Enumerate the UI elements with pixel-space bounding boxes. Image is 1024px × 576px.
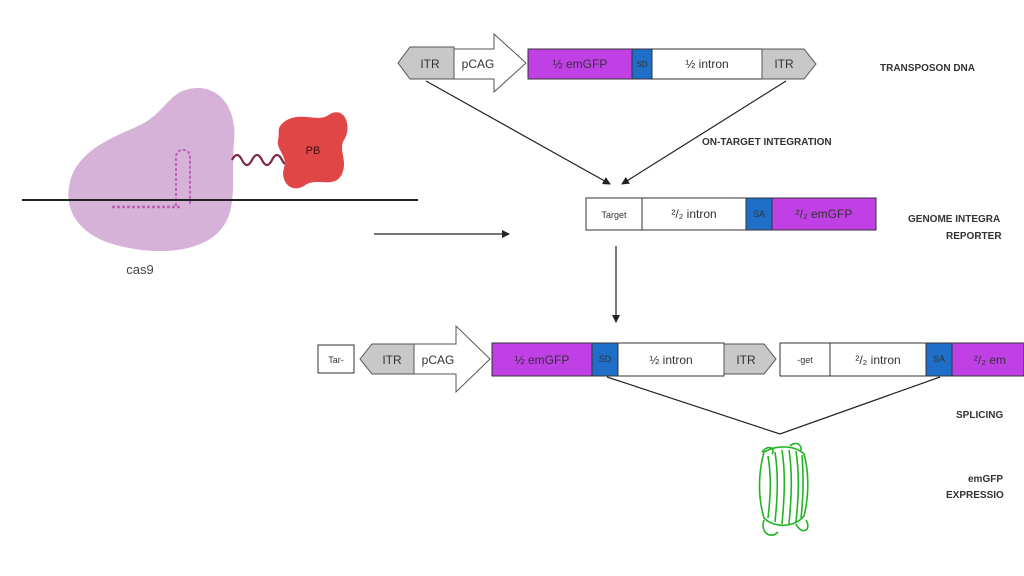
transposon-sd-label: SD [636,60,647,69]
genome-reporter-construct: Target ²/₂ intron SA ²/₂ emGFP [585,197,877,231]
emgfp-expression-label-line2: EXPRESSIO [946,490,1004,501]
transposon-intron-segment [651,48,763,80]
gfp-barrel-outline [758,446,809,527]
gfp-loop-bottom [762,519,809,536]
genome-emgfp-label: ²/₂ emGFP [796,207,853,221]
gfp-strand-4 [788,449,793,525]
product-emgfp-label: ½ emGFP [515,353,570,367]
transposon-pcag-label: pCAG [462,57,495,71]
transposon-pcag-arrow [453,32,527,94]
product-tar-segment [317,344,355,374]
product-intron-label: ½ intron [649,353,692,367]
transposon-dna-label: TRANSPOSON DNA [880,63,975,74]
splicing-lines [606,376,941,435]
genome-target-label: Target [601,210,627,220]
genome-emgfp-segment [771,197,877,231]
gfp-strand-6 [800,454,804,519]
product-sd-segment [591,342,619,377]
transposon-emgfp-label: ½ emGFP [553,57,608,71]
transposon-itr-right-label: ITR [774,57,794,71]
product-emgfp-segment [491,342,593,377]
on-target-integration-label: ON-TARGET INTEGRATION [702,137,832,148]
integrated-product-construct: Tar- ITR pCAG ½ emGFP SD ½ intron ITR -g… [317,324,1024,394]
genome-integration-label-line1: GENOME INTEGRA [908,214,1000,225]
product-emgfp2-label: ²/₂ em [974,353,1006,367]
product-get-label: -get [797,355,813,365]
integration-arrow-left [425,80,611,185]
cas9-pb-complex: PB cas9 [22,87,418,277]
integration-arrow-right [621,80,787,185]
genome-sa-label: SA [753,209,765,219]
transposon-construct: ITR pCAG ½ emGFP SD ½ intron ITR [397,32,817,94]
product-sa-label: SA [933,354,945,364]
gfp-loop-top [761,442,802,455]
product-get-segment [779,342,831,377]
linker-squiggle [231,151,290,167]
product-itr-right-segment [723,343,777,375]
pb-label: PB [306,145,321,157]
transposon-itr-left-label: ITR [420,57,440,71]
genome-intron-label: ²/₂ intron [671,207,716,221]
gfp-strand-3 [781,449,786,525]
product-itr-left-label: ITR [382,353,402,367]
gfp-protein-structure [758,442,809,536]
product-itr-right-label: ITR [736,353,756,367]
guide-rna-loop [175,148,191,206]
emgfp-expression-label-line1: emGFP [968,474,1003,485]
gfp-strand-5 [795,450,800,523]
transposon-intron-label: ½ intron [685,57,728,71]
genome-integration-label-line2: REPORTER [946,231,1002,242]
product-pcag-label: pCAG [422,353,455,367]
product-sd-label: SD [599,354,612,364]
cas9-protein-shape [68,87,235,252]
gfp-strand-2 [774,451,779,523]
product-tar-label: Tar- [328,355,344,365]
product-intron2-label: ²/₂ intron [855,353,900,367]
genome-target-segment [585,197,643,231]
gfp-strand-1 [767,455,772,519]
splicing-label: SPLICING [956,410,1003,421]
genome-intron-segment [641,197,747,231]
product-intron2-segment [829,342,927,377]
product-emgfp2-segment [951,342,1024,377]
genome-sa-segment [745,197,773,231]
product-intron-segment [617,342,725,377]
cas9-label: cas9 [126,262,153,277]
pb-protein-shape [277,112,348,189]
product-pcag-arrow [413,324,491,394]
transposon-emgfp-segment [527,48,633,80]
transposon-itr-right-segment [761,48,817,80]
